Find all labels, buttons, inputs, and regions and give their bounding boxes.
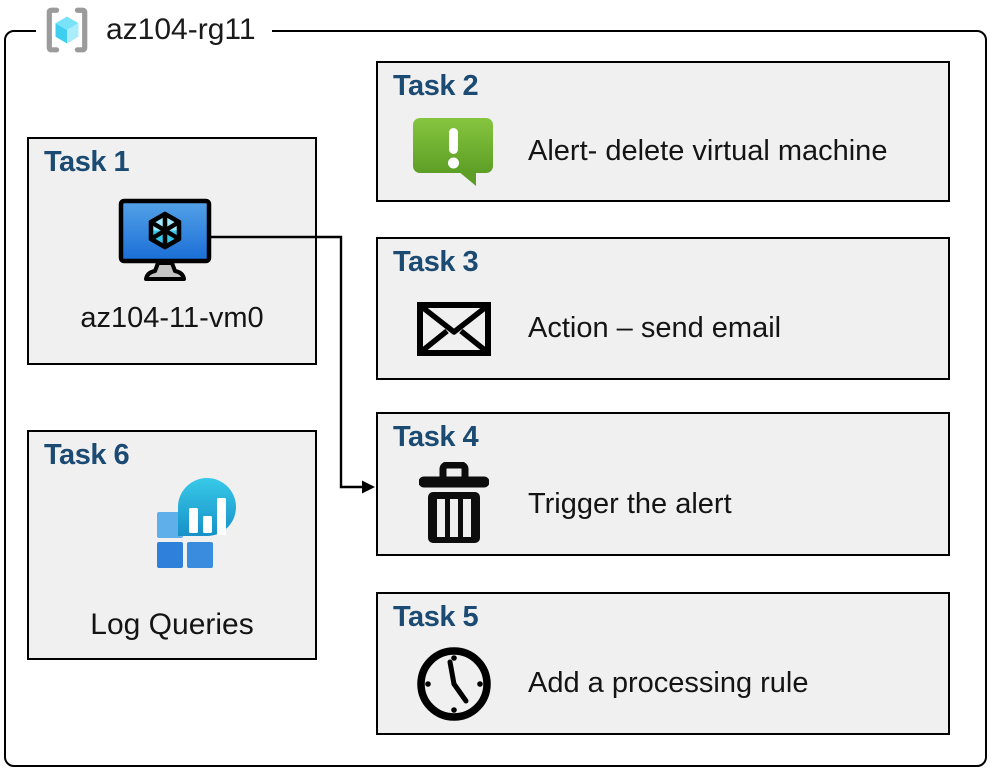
task5-box: Task 5 Add a processing rule: [376, 592, 950, 735]
virtual-machine-icon: [118, 198, 212, 284]
task1-box: Task 1: [27, 137, 317, 365]
resource-group-name: az104-rg11: [106, 13, 256, 46]
resource-group-header: az104-rg11: [36, 5, 272, 55]
task4-box: Task 4 Trigger the alert: [376, 412, 950, 556]
task5-label: Add a processing rule: [528, 667, 809, 699]
alert-icon: [408, 115, 500, 189]
task5-title: Task 5: [393, 601, 479, 633]
task2-label: Alert- delete virtual machine: [528, 135, 888, 167]
task6-label: Log Queries: [90, 608, 254, 641]
task3-box: Task 3 Action – send email: [376, 237, 950, 380]
task6-title: Task 6: [44, 439, 130, 471]
email-icon: [408, 301, 500, 356]
task3-label: Action – send email: [528, 312, 782, 344]
log-analytics-icon: [143, 470, 243, 570]
task4-label: Trigger the alert: [528, 487, 732, 520]
trash-icon: [408, 462, 500, 546]
task1-title: Task 1: [44, 146, 130, 178]
task2-box: Task 2 Alert- delete virtual machine: [376, 61, 950, 202]
clock-icon: [408, 645, 500, 723]
task4-title: Task 4: [393, 421, 479, 453]
task3-title: Task 3: [393, 246, 479, 278]
task2-title: Task 2: [393, 70, 479, 102]
resource-group-icon: [42, 5, 92, 55]
task6-box: Task 6 Log Queries: [27, 430, 317, 660]
task1-label: az104-11-vm0: [80, 302, 264, 334]
